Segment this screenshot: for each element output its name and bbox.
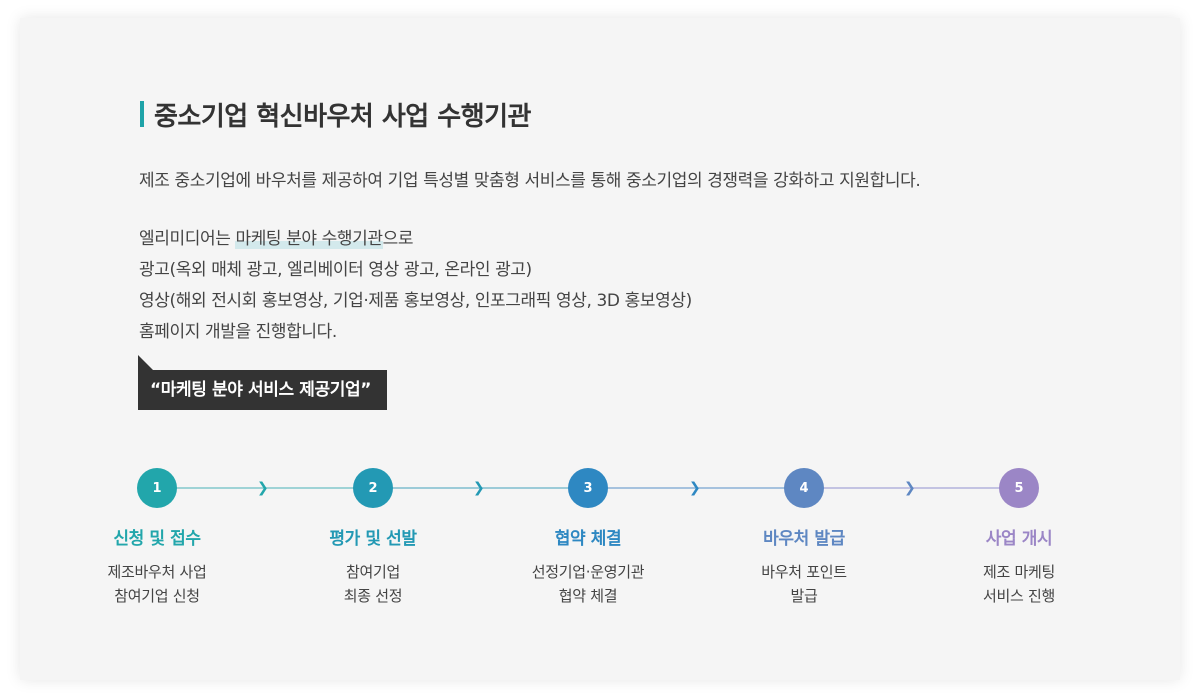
intro-line: 엘리미디어는 마케팅 분야 수행기관으로 bbox=[139, 224, 692, 255]
section-header: 중소기업 혁신바우처 사업 수행기관 bbox=[140, 96, 531, 132]
step-title: 바우처 발급 bbox=[763, 529, 845, 549]
step-desc-line: 제조 마케팅 bbox=[983, 563, 1055, 581]
step-number-badge: 5 bbox=[999, 468, 1039, 508]
step-desc-line: 서비스 진행 bbox=[983, 587, 1055, 605]
step-desc-line: 제조바우처 사업 bbox=[107, 563, 207, 581]
step-connector bbox=[589, 487, 805, 489]
step-desc-line: 참여기업 bbox=[345, 563, 400, 581]
service-line-homepage: 홈페이지 개발을 진행합니다. bbox=[139, 322, 337, 342]
step-number-badge: 3 bbox=[568, 468, 608, 508]
intro-highlight: 마케팅 분야 수행기관 bbox=[235, 229, 383, 249]
chevron-right-icon: ❯ bbox=[689, 480, 701, 496]
step-number-badge: 4 bbox=[784, 468, 824, 508]
step-desc-line: 참여기업 신청 bbox=[114, 587, 200, 605]
chevron-right-icon: ❯ bbox=[904, 480, 916, 496]
step-connector bbox=[373, 487, 589, 489]
card-panel: 중소기업 혁신바우처 사업 수행기관 제조 중소기업에 바우처를 제공하여 기업… bbox=[20, 18, 1180, 680]
title-accent-bar bbox=[140, 101, 144, 127]
process-steps: ❯ ❯ ❯ ❯ 1 2 3 4 5 신청 및 접수 평가 및 선발 협약 체결 … bbox=[20, 18, 1180, 680]
intro-prefix: 엘리미디어는 bbox=[139, 229, 236, 249]
step-title: 협약 체결 bbox=[554, 529, 622, 549]
section-title: 중소기업 혁신바우처 사업 수행기관 bbox=[154, 101, 531, 132]
step-desc-line: 바우처 포인트 bbox=[761, 563, 847, 581]
intro-suffix: 으로 bbox=[382, 229, 414, 249]
step-connector bbox=[805, 487, 1019, 489]
section-description: 제조 중소기업에 바우처를 제공하여 기업 특성별 맞춤형 서비스를 통해 중소… bbox=[139, 171, 921, 191]
step-title: 사업 개시 bbox=[985, 529, 1053, 549]
step-title: 평가 및 선발 bbox=[329, 529, 417, 549]
service-description: 엘리미디어는 마케팅 분야 수행기관으로 광고(옥외 매체 광고, 엘리베이터 … bbox=[139, 224, 692, 348]
chevron-right-icon: ❯ bbox=[257, 480, 269, 496]
step-connector bbox=[157, 487, 373, 489]
service-tag: “마케팅 분야 서비스 제공기업” bbox=[138, 370, 387, 410]
service-line-ads: 광고(옥외 매체 광고, 엘리베이터 영상 광고, 온라인 광고) bbox=[139, 260, 532, 280]
step-desc-line: 최종 선정 bbox=[343, 587, 403, 605]
chevron-right-icon: ❯ bbox=[473, 480, 485, 496]
step-desc-line: 발급 bbox=[790, 587, 818, 605]
step-number-badge: 2 bbox=[353, 468, 393, 508]
step-desc-line: 협약 체결 bbox=[558, 587, 618, 605]
step-number-badge: 1 bbox=[137, 468, 177, 508]
service-line-video: 영상(해외 전시회 홍보영상, 기업·제품 홍보영상, 인포그래픽 영상, 3D… bbox=[139, 291, 692, 311]
step-title: 신청 및 접수 bbox=[113, 529, 201, 549]
step-desc-line: 선정기업·운영기관 bbox=[531, 563, 645, 581]
